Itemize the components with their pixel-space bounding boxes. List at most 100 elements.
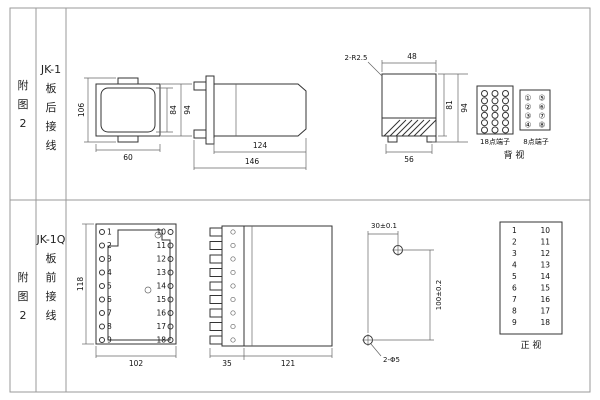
terminal-number: ⑥	[538, 103, 545, 112]
model-label-top: JK-1 板 后 接 线	[40, 63, 62, 152]
terminal-number: 10	[156, 228, 166, 237]
dim-102: 102	[129, 359, 144, 368]
terminal-number: 9	[107, 336, 112, 345]
drill-plan-drawing: 30±0.1 100±0.2 2-Φ5	[362, 222, 443, 364]
terminal-circle	[167, 229, 174, 235]
screw-circle	[230, 242, 236, 249]
terminal-circle	[99, 283, 105, 289]
terminal-number: ⑧	[538, 121, 545, 130]
dim-106: 106	[77, 103, 86, 118]
terminal-circle	[167, 310, 174, 316]
side-view-bottom-drawing: 35 121	[209, 225, 333, 368]
terminal-circle	[167, 242, 174, 249]
screw-circle	[230, 229, 236, 235]
terminal-circle	[502, 119, 509, 127]
terminal-circle	[502, 90, 509, 97]
terminal-number: 2	[512, 238, 517, 247]
terminal-number: 1	[107, 228, 112, 237]
terminal-circle	[99, 242, 105, 249]
terminal-number: 18	[156, 336, 166, 345]
terminal-circle	[167, 256, 174, 262]
terminal-circle	[99, 229, 105, 235]
terminal-number: 12	[540, 249, 550, 258]
terminal-number: 1	[512, 226, 517, 235]
dim-30: 30±0.1	[371, 222, 397, 230]
dim-121: 121	[281, 359, 296, 368]
terminal-number: ③	[524, 112, 531, 121]
terminal-bumps	[209, 227, 236, 345]
terminal-number: 8	[512, 307, 517, 316]
terminal-number: 3	[107, 255, 112, 264]
screw-circle	[230, 323, 236, 330]
terminal-bump	[209, 308, 223, 318]
terminal-number: 11	[540, 238, 550, 247]
terminal-18-grid	[481, 90, 509, 134]
dim-84: 84	[169, 105, 178, 115]
hatch-line	[413, 119, 431, 137]
terminal-bump	[209, 227, 223, 237]
terminal-circle	[99, 269, 105, 276]
terminal-circle	[481, 97, 488, 105]
terminal-circle	[491, 97, 499, 105]
terminal-number: 6	[107, 295, 112, 304]
terminal-number: ⑦	[538, 112, 545, 121]
hatch-line	[419, 119, 437, 137]
terminal-number: 7	[512, 295, 517, 304]
terminal-number: 7	[107, 309, 112, 318]
hatch-area	[383, 119, 437, 137]
radius-callout: 2-R2.5	[345, 54, 368, 62]
screw-circle	[230, 283, 236, 289]
dim-94-front: 94	[183, 105, 192, 115]
terminal-number: 8	[107, 322, 112, 331]
side-view-drawing: 124 146	[193, 75, 307, 170]
terminal-circle	[491, 126, 499, 134]
dim-35: 35	[222, 359, 232, 368]
terminal-number: 18	[540, 318, 550, 327]
terminal-circle	[99, 296, 105, 303]
terminal-bump	[209, 322, 223, 331]
terminal-number: 10	[540, 226, 550, 235]
terminal-number: 16	[156, 309, 166, 318]
terminal-number: 5	[512, 272, 517, 281]
terminal-circle	[167, 337, 174, 343]
terminal-number: 2	[107, 241, 112, 250]
hatch-line	[407, 119, 425, 137]
terminal-bump	[209, 254, 223, 264]
figure-label-bottom: 附 图 2	[17, 271, 29, 322]
terminal-circle	[491, 104, 499, 112]
hatch-line	[401, 119, 419, 137]
terminal-circle	[502, 104, 509, 112]
terminal-circle	[481, 119, 488, 127]
terminal-circle	[502, 111, 509, 119]
terminal-number: 15	[540, 284, 550, 293]
terminal-circle	[502, 97, 509, 105]
terminal-circle	[481, 111, 488, 119]
terminal-number: 4	[512, 261, 517, 270]
dim-146: 146	[245, 157, 260, 166]
terminal-number: 17	[156, 322, 166, 331]
terminal-number: 15	[156, 295, 166, 304]
figure-label-top: 附 图 2	[17, 79, 29, 130]
terminal-number: ⑤	[538, 94, 545, 103]
terminal-circle	[167, 269, 174, 276]
dim-48: 48	[407, 52, 417, 61]
terminal-number: 13	[156, 268, 166, 277]
terminal-circle	[491, 119, 499, 127]
terminal-number: ④	[524, 121, 531, 130]
terminal-bump	[209, 335, 223, 345]
dim-94-rear: 94	[460, 103, 469, 113]
screw-circle	[230, 256, 236, 262]
terminal-circle	[99, 256, 105, 262]
hatch-line	[383, 119, 401, 137]
terminal-circle	[99, 323, 105, 330]
rear-view-label: 背 视	[504, 149, 525, 161]
terminal-circle	[167, 283, 174, 289]
terminal-circle	[502, 126, 509, 134]
hatch-line	[389, 119, 407, 137]
